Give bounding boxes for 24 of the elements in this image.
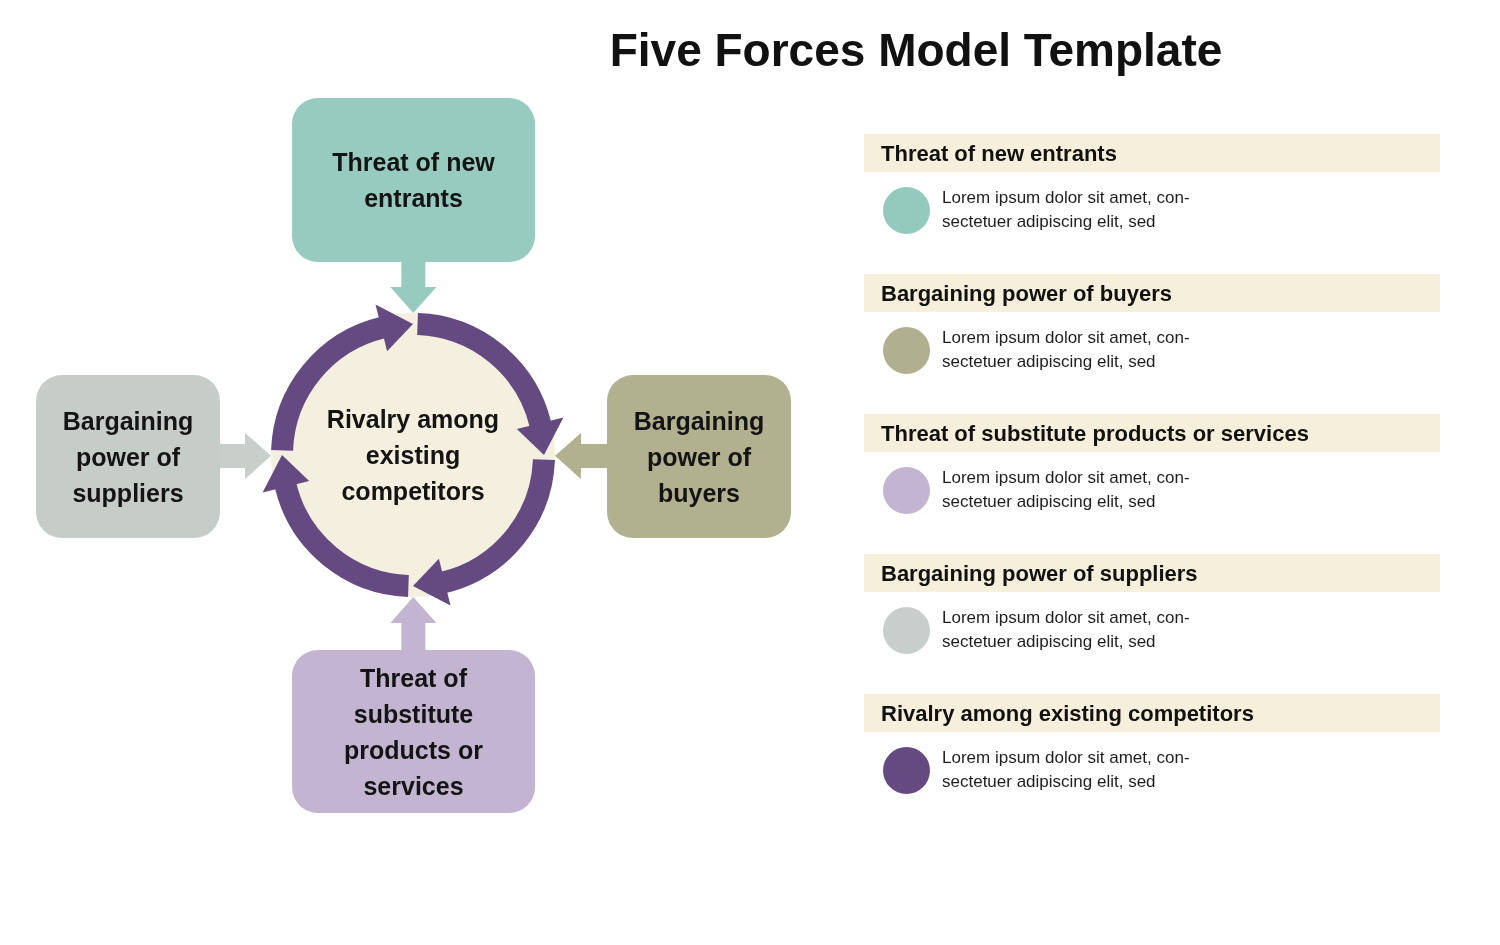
force-box xyxy=(292,650,535,813)
force-label: Bargaining power of buyers xyxy=(632,405,766,509)
force-label: Bargaining power of suppliers xyxy=(61,405,195,509)
force-box xyxy=(607,375,791,538)
section-heading: Rivalry among existing competitors xyxy=(864,694,1440,732)
force-label: Threat of substitute products or services xyxy=(343,662,484,802)
force-box xyxy=(292,98,535,262)
section-heading: Bargaining power of buyers xyxy=(864,274,1440,312)
description-text: Lorem ipsum dolor sit amet, con- sectetuer adipiscing elit, sed xyxy=(942,467,1191,513)
block-arrow xyxy=(219,432,271,479)
block-arrow xyxy=(555,432,608,479)
description-text: Lorem ipsum dolor sit amet, con- sectetuer adipiscing elit, sed xyxy=(942,187,1191,233)
block-arrow xyxy=(390,597,437,650)
section-heading: Threat of new entrants xyxy=(864,134,1440,172)
description-text: Lorem ipsum dolor sit amet, con- sectetuer adipiscing elit, sed xyxy=(942,747,1191,793)
description-text: Lorem ipsum dolor sit amet, con- sectetuer adipiscing elit, sed xyxy=(942,327,1191,373)
force-label: Threat of new entrants xyxy=(331,147,496,214)
force-box xyxy=(36,375,220,538)
block-arrow xyxy=(390,262,437,313)
section-heading: Bargaining power of suppliers xyxy=(864,554,1440,592)
description-text: Lorem ipsum dolor sit amet, con- sectetuer adipiscing elit, sed xyxy=(942,607,1191,653)
diagram-title: Five Forces Model Template xyxy=(608,23,1224,78)
force-label: Rivalry among existing competitors xyxy=(325,404,501,507)
section-heading: Threat of substitute products or services xyxy=(864,414,1440,452)
